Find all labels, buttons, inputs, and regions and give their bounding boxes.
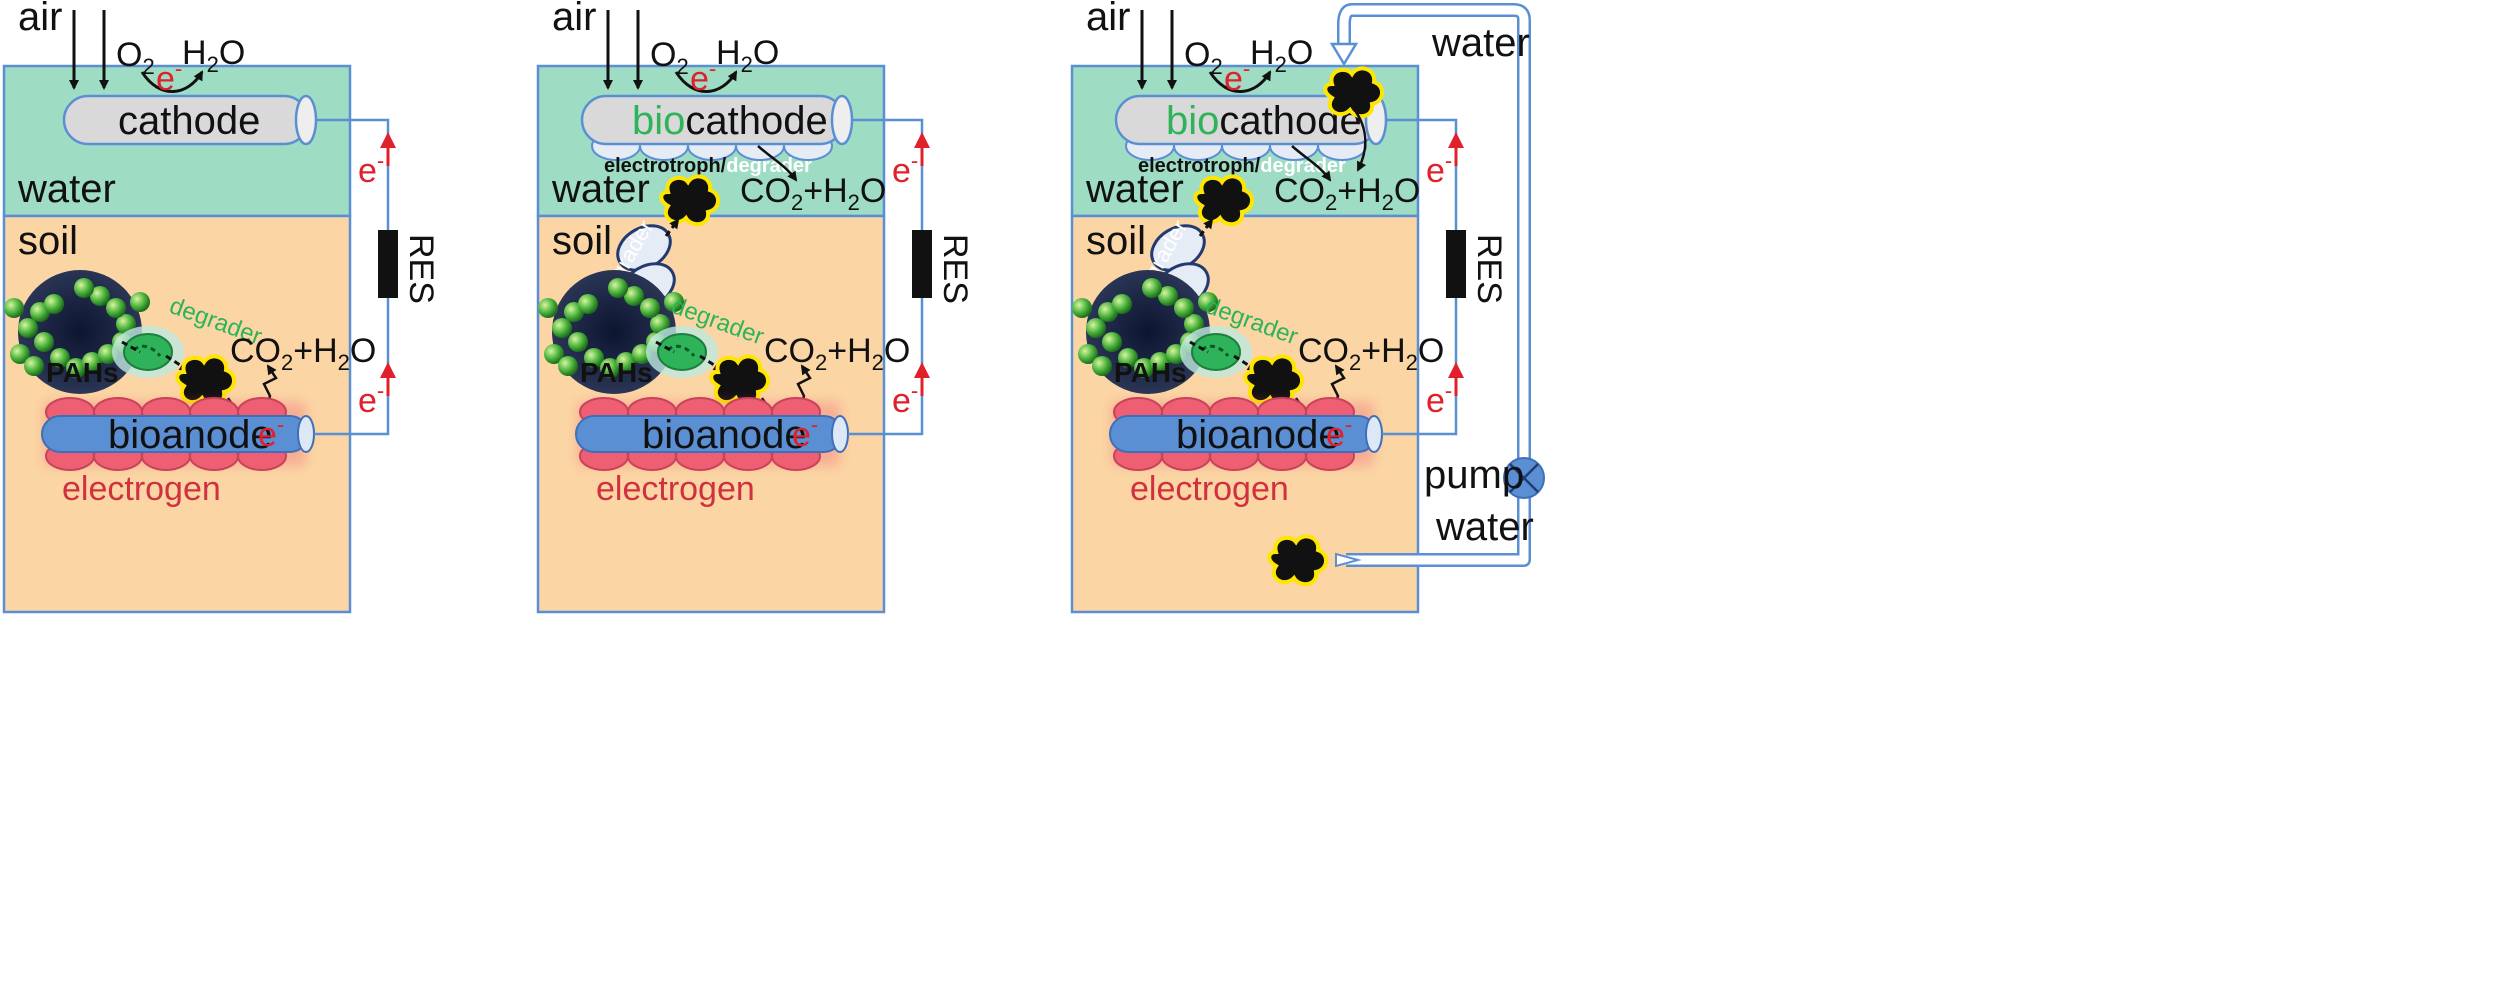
incoming-pollutant-blob (1267, 534, 1329, 587)
resistor (1446, 230, 1466, 298)
cathode-electrode (62, 94, 318, 146)
water-label: water (551, 167, 650, 211)
air-label: air (18, 0, 62, 39)
water-label: water (17, 167, 116, 211)
degradation-arrow (1354, 111, 1367, 172)
soil-label: soil (1086, 219, 1146, 263)
pipe-water-label-bottom: water (1435, 505, 1534, 549)
biocathode-electrode (580, 94, 854, 161)
soil-label: soil (552, 219, 612, 263)
uptake-arrow (1189, 340, 1209, 354)
water-product-label: H2O (182, 34, 245, 77)
anode-electron-label: e- (1326, 412, 1352, 454)
bioanode-label: bioanode (1176, 413, 1341, 457)
pollutant-blob (175, 354, 237, 407)
recirculated-pollutant-blob (1323, 66, 1385, 119)
wire-electron-label: e- (358, 148, 384, 190)
panel-c: air O2 e- H2O biocathode electrotroph/de… (1070, 0, 1545, 614)
bioanode-electrode (575, 397, 849, 471)
transfer-arrow (664, 218, 680, 237)
electron-label: e- (690, 56, 716, 98)
pahs-label: PAHs (46, 357, 119, 388)
resistor-label: RES (402, 234, 440, 304)
degrader-cell (644, 324, 720, 380)
cathode-label: cathode (118, 99, 260, 143)
oxygen-label: O2 (1184, 36, 1223, 79)
electrogen-label: electrogen (62, 470, 221, 508)
pollutant-blob (709, 354, 771, 407)
oxygen-label: O2 (650, 36, 689, 79)
wire-electron-label: e- (358, 378, 384, 420)
electrogen-label: electrogen (1130, 470, 1289, 508)
pollutant-blob (1243, 354, 1305, 407)
co2-h2o-label: CO2+H2O (1298, 332, 1444, 375)
air-label: air (552, 0, 596, 39)
wire-electron-label: e- (892, 148, 918, 190)
pipe-water-label-top: water (1431, 21, 1530, 65)
anode-electron-label: e- (258, 412, 284, 454)
resistor-label: RES (936, 234, 974, 304)
pump-icon (1503, 457, 1545, 499)
transfer-arrow (1198, 218, 1214, 237)
anode-electron-label: e- (792, 412, 818, 454)
uptake-arrow (121, 340, 141, 354)
oxidation-arrow (757, 145, 798, 182)
air-label: air (1086, 0, 1130, 39)
electron-label: e- (156, 56, 182, 98)
oxidation-arrow (1291, 145, 1332, 182)
wire-electron-label: e- (1426, 148, 1452, 190)
soil-label: soil (18, 219, 78, 263)
pahs-label: PAHs (580, 357, 653, 388)
bioanode-electrode (41, 397, 315, 471)
oxygen-label: O2 (116, 36, 155, 79)
pollutant-blob (659, 174, 721, 227)
water-product-label: H2O (716, 34, 779, 77)
resistor (912, 230, 932, 298)
reduction-arrow (674, 70, 738, 93)
recirculation-pipe (1329, 3, 1531, 568)
bioanode-electrode (1109, 397, 1383, 471)
co2-h2o-label: CO2+H2O (764, 332, 910, 375)
water-product-label: H2O (1250, 34, 1313, 77)
resistor (378, 230, 398, 298)
bioanode-label: bioanode (108, 413, 273, 457)
co2-h2o-label: CO2+H2O (1274, 172, 1420, 215)
co2-h2o-label: CO2+H2O (740, 172, 886, 215)
reduction-arrow (140, 70, 204, 93)
electrogen-label: electrogen (596, 470, 755, 508)
biocathode-electrode (1114, 94, 1388, 161)
degrader-cell (110, 324, 186, 380)
water-label: water (1085, 167, 1184, 211)
uptake-arrow (655, 340, 675, 354)
wire-electron-label: e- (1426, 378, 1452, 420)
pollutant-blob (1193, 174, 1255, 227)
resistor-label: RES (1470, 234, 1508, 304)
pump-label: pump (1424, 453, 1524, 497)
wire-electron-label: e- (892, 378, 918, 420)
co2-h2o-label: CO2+H2O (230, 332, 376, 375)
biocathode-label: biocathode (632, 99, 828, 143)
degrader-cell (1178, 324, 1254, 380)
panel-a: air O2 e- H2O cathode water soil PAHs de… (2, 0, 440, 614)
bioanode-label: bioanode (642, 413, 807, 457)
electron-label: e- (1224, 56, 1250, 98)
pahs-label: PAHs (1114, 357, 1187, 388)
panel-b: air O2 e- H2O biocathode electrotroph/de… (536, 0, 974, 614)
reduction-arrow (1208, 70, 1272, 93)
